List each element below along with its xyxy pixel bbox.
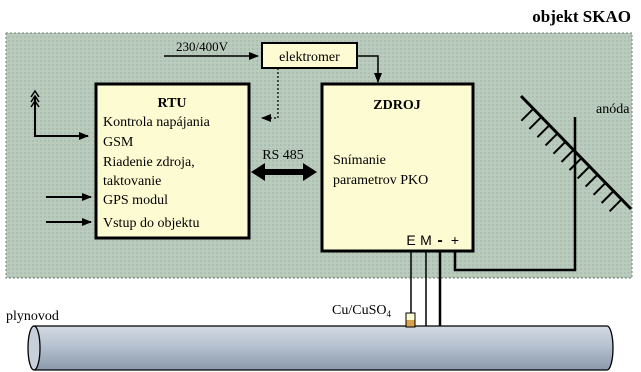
anode-label: anóda [596, 102, 630, 117]
pipeline-label: plynovod [6, 309, 59, 324]
anode-icon [519, 94, 633, 213]
antenna-icon [30, 89, 89, 140]
rtu-line: GSM [103, 135, 134, 150]
pipeline [27, 325, 614, 371]
meter-label: elektromer [279, 50, 340, 65]
electrode-label: Cu/CuSO4 [332, 303, 391, 319]
rs485-label: RS 485 [262, 148, 304, 163]
reference-electrode: Cu/CuSO4 [332, 303, 416, 328]
rtu-line: Vstup do objektu [103, 216, 199, 231]
rtu-line: GPS modul [103, 193, 168, 208]
rtu-title: RTU [157, 96, 186, 111]
rtu-line: taktovanie [103, 174, 161, 189]
object-title: objekt SKAO [532, 7, 631, 26]
source-title: ZDROJ [373, 98, 420, 113]
meter-to-source-arrow [357, 55, 382, 83]
source-line: parametrov PKO [333, 173, 428, 188]
wire-plus-to-anode [453, 117, 577, 272]
rs485-link: RS 485 [251, 148, 317, 181]
power-input: 230/400V [164, 39, 259, 60]
terminal-m: M [420, 232, 432, 248]
power-input-label: 230/400V [176, 39, 229, 54]
meter-box: elektromer [261, 42, 358, 69]
terminal-plus: + [451, 232, 459, 248]
source-box: ZDROJ Snímanie parametrov PKO E M - + [320, 82, 475, 253]
source-line: Snímanie [333, 153, 386, 168]
terminal-e: E [406, 232, 415, 248]
rtu-line: Kontrola napájania [103, 115, 211, 130]
meter-to-rtu-dotted-arrow [261, 68, 279, 122]
rtu-box: RTU Kontrola napájania GSM Riadenie zdro… [94, 82, 251, 240]
terminal-minus: - [437, 232, 442, 249]
rtu-line: Riadenie zdroja, [103, 155, 195, 170]
